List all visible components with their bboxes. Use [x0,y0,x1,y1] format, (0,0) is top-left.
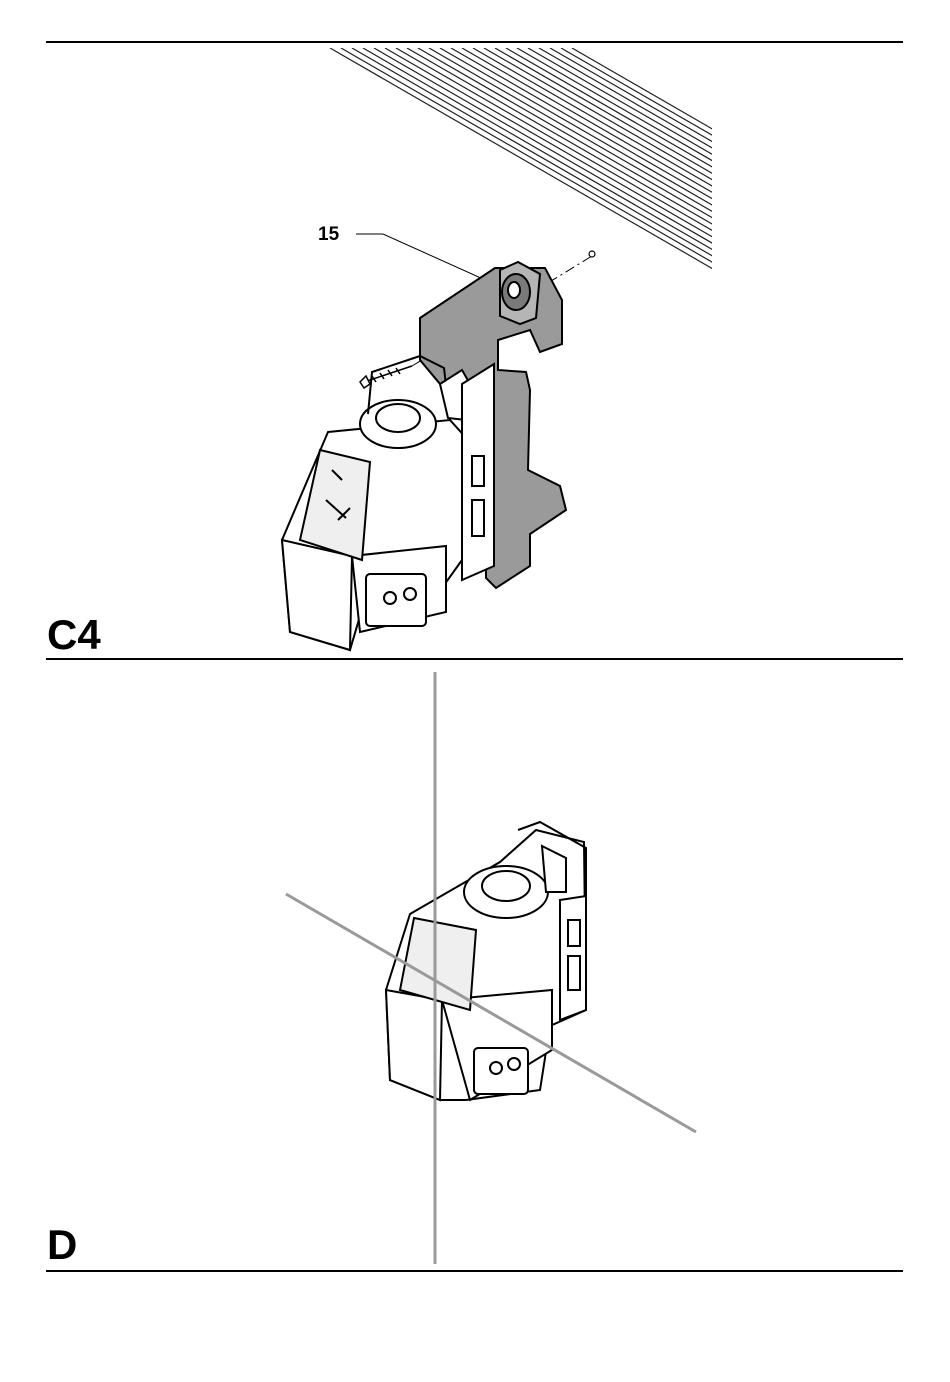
hatch-line [396,48,786,273]
hatch-line [726,48,950,273]
hatch-line [363,48,753,273]
hatch-line [759,48,950,273]
hatch-line [550,48,940,273]
hatch-line [715,48,950,273]
hatch-line [528,48,918,273]
hatch-line [231,48,621,273]
ceiling-hatch [22,48,950,273]
hatch-line [99,48,489,273]
hatch-line [220,48,610,273]
hatch-line [638,48,950,273]
hatch-line [451,48,841,273]
hatch-line [803,48,950,273]
hatch-line [66,48,456,273]
laser-level-c4 [282,356,494,650]
hatch-line [319,48,709,273]
hatch-line [781,48,950,273]
hatch-line [495,48,885,273]
hatch-line [572,48,950,273]
hatch-line [429,48,819,273]
hatch-line [55,48,445,273]
hatch-line [330,48,720,273]
hatch-line [286,48,676,273]
hatch-line [561,48,950,273]
hatch-line [88,48,478,273]
hatch-line [297,48,687,273]
hatch-line [154,48,544,273]
hatch-line [517,48,907,273]
hatch-line [33,48,423,273]
callout-15: 15 [318,224,339,246]
hatch-line [682,48,950,273]
laser-level-d [386,822,586,1100]
hatch-line [484,48,874,273]
hatch-line [473,48,863,273]
hatch-line [165,48,555,273]
hatch-line [671,48,950,273]
hatch-line [22,48,412,273]
hatch-line [583,48,950,273]
hatch-line [660,48,950,273]
hatch-line [187,48,577,273]
hatch-line [616,48,950,273]
hatch-line [341,48,731,273]
hatch-line [814,48,950,273]
hatch-line [198,48,588,273]
hatch-line [352,48,742,273]
hatch-line [594,48,950,273]
hatch-line [407,48,797,273]
hatch-line [693,48,950,273]
screw-icon [360,366,412,388]
hatch-line [440,48,830,273]
hatch-line [770,48,950,273]
hatch-line [242,48,632,273]
hatch-line [506,48,896,273]
figure-label-c4: C4 [47,614,101,656]
hatch-line [77,48,467,273]
hatch-line [737,48,950,273]
hatch-line [704,48,950,273]
wall-plug-icon [589,251,595,257]
hatch-line [209,48,599,273]
hatch-line [792,48,950,273]
hatch-line [462,48,852,273]
hatch-line [539,48,929,273]
hatch-line [374,48,764,273]
hatch-line [308,48,698,273]
hatch-line [121,48,511,273]
hatch-line [176,48,566,273]
hatch-line [253,48,643,273]
hatch-line [627,48,950,273]
hatch-line [385,48,775,273]
hatch-line [110,48,500,273]
figure-label-d: D [47,1224,77,1266]
hatch-line [748,48,950,273]
hatch-line [44,48,434,273]
hatch-line [418,48,808,273]
